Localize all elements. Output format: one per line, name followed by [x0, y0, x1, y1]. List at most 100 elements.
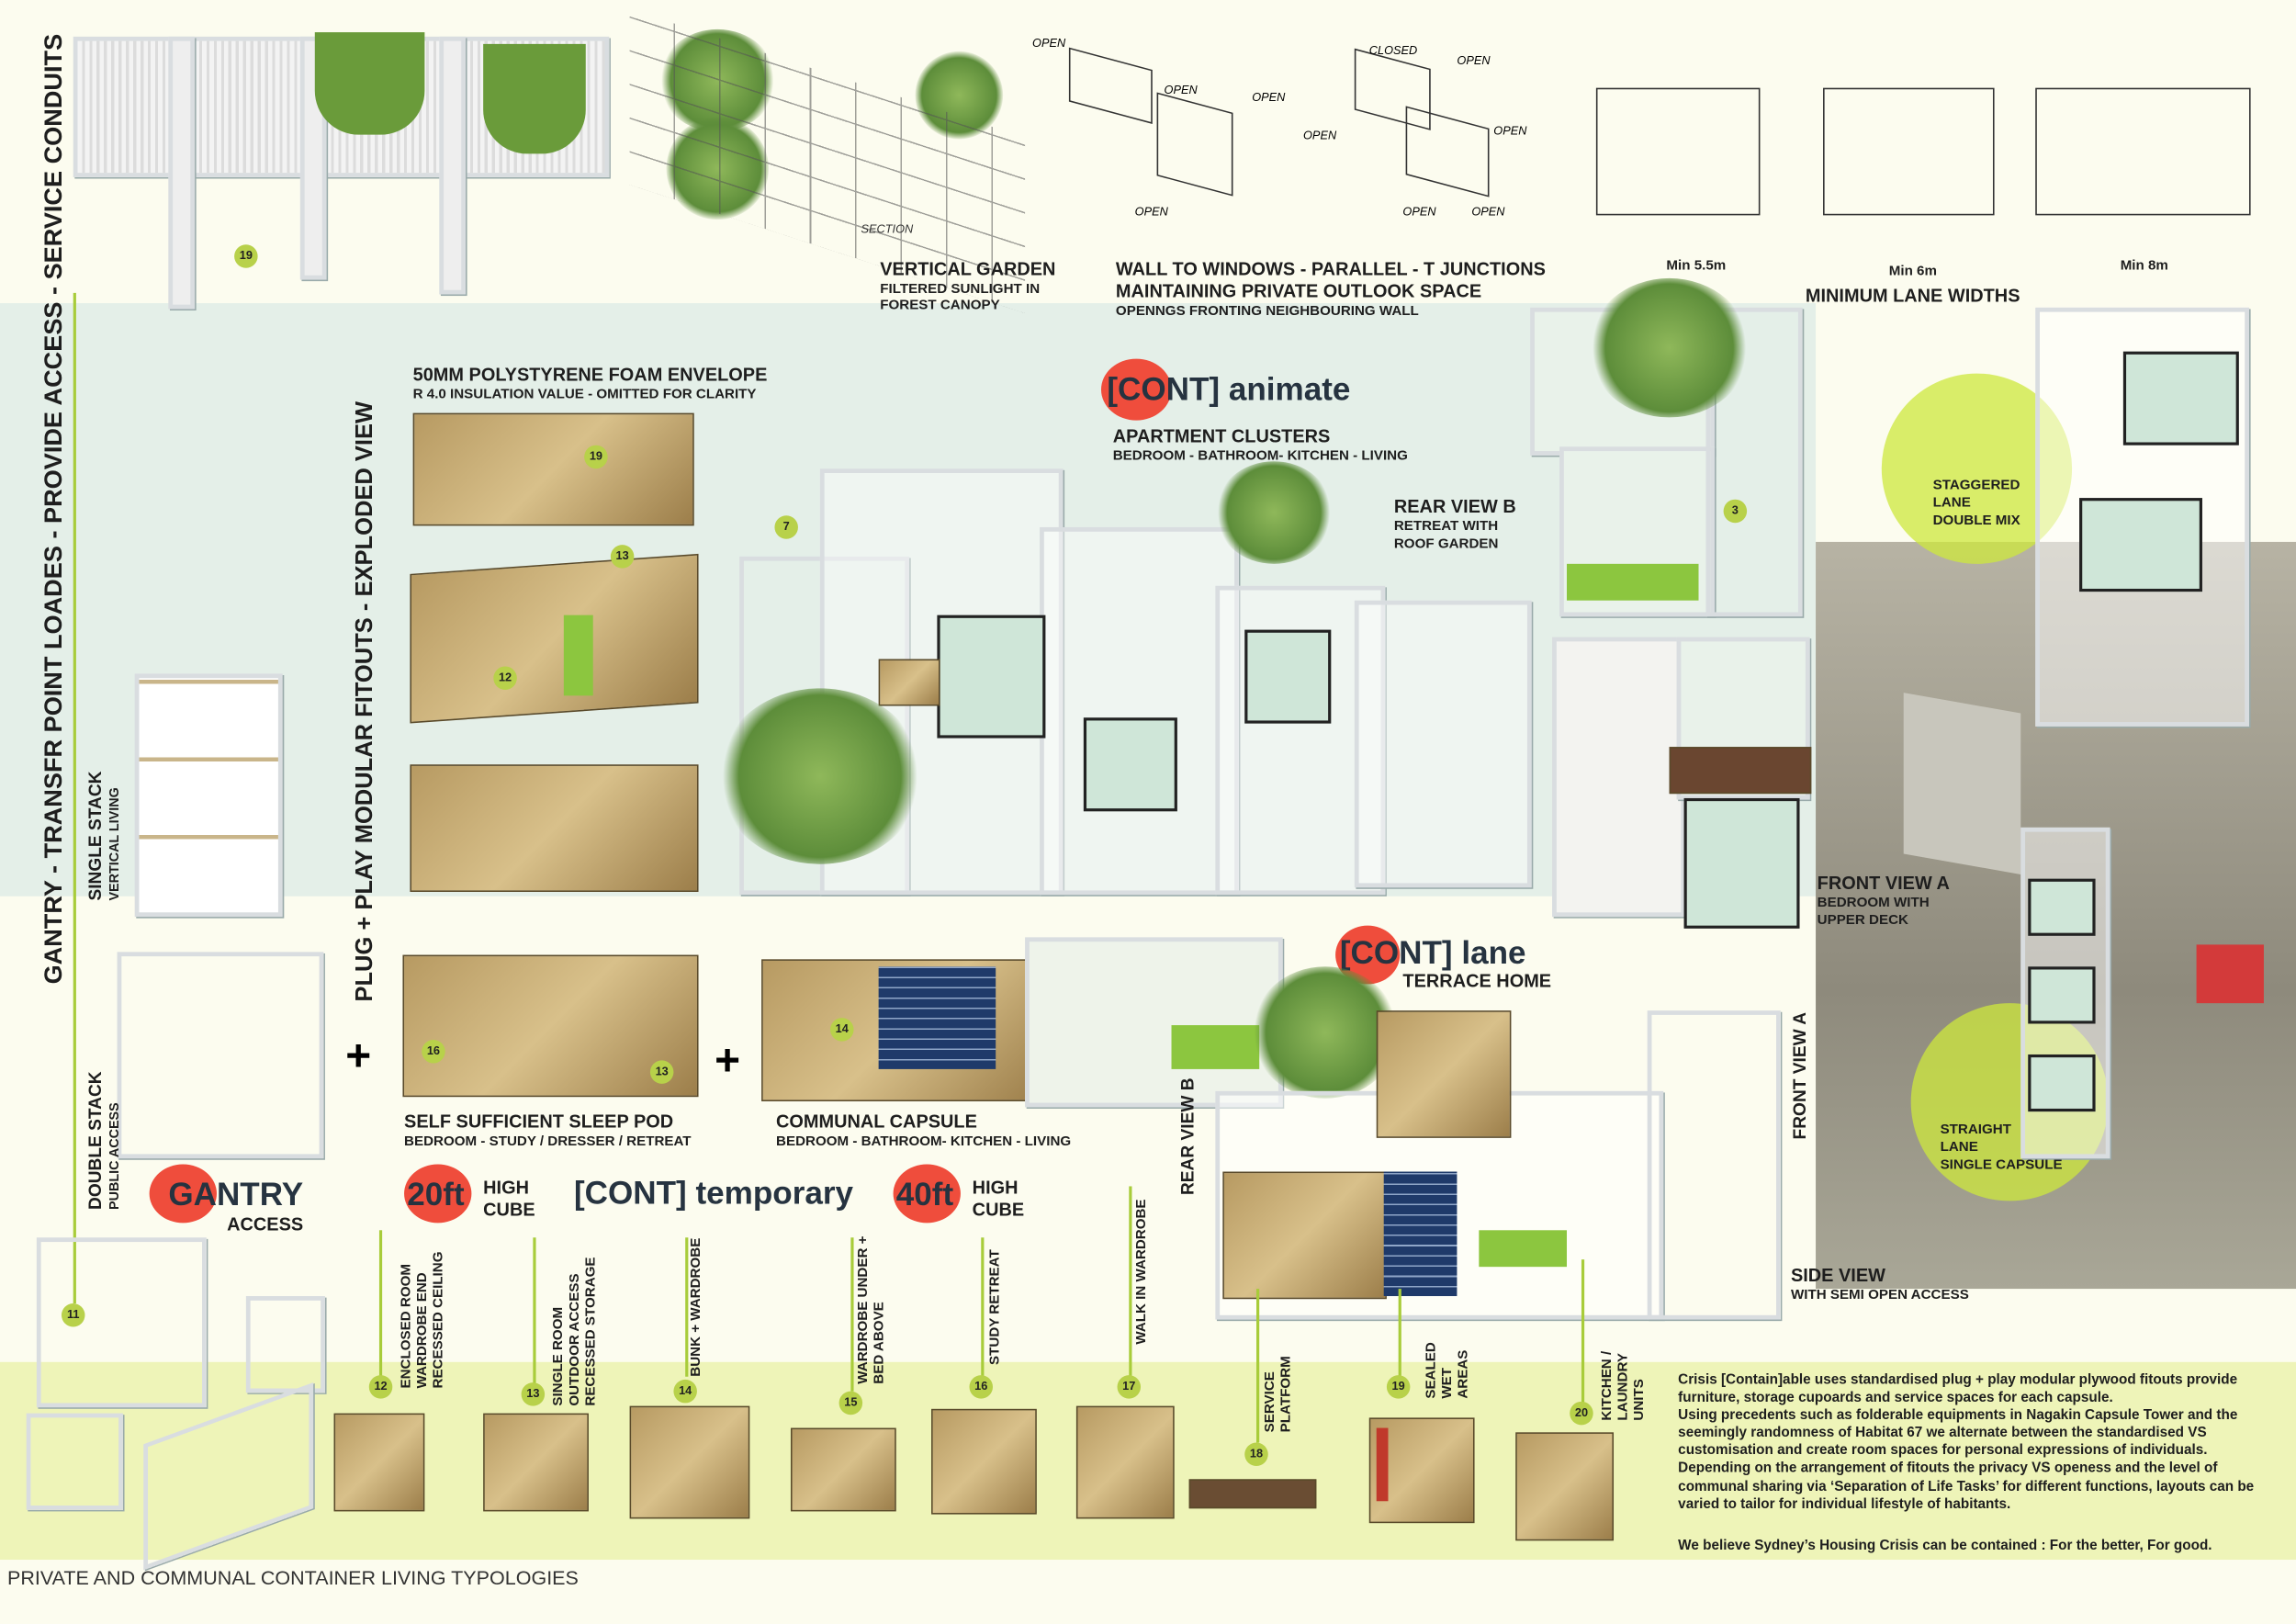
wall-windows-sub2: OPENNGS FRONTING NEIGHBOURING WALL — [1115, 303, 1419, 320]
number-badge: 16 — [422, 1040, 445, 1064]
staggered-label: LANE — [1932, 494, 1971, 512]
footer-title: PRIVATE AND COMMUNAL CONTAINER LIVING TY… — [6, 1567, 579, 1589]
laneway-road — [1903, 693, 2021, 874]
fitout-number: 18 — [1244, 1442, 1268, 1466]
hanging-plants — [483, 43, 586, 154]
leader-line — [1398, 1289, 1401, 1377]
number-badge: 19 — [584, 445, 608, 469]
container-sketch — [1405, 106, 1490, 197]
open-label: OPEN — [1252, 90, 1286, 105]
rear-view-b-sub: RETREAT WITH — [1393, 518, 1499, 535]
open-label: OPEN — [1032, 36, 1066, 51]
front-view-a-sub: BEDROOM WITH — [1817, 895, 1930, 911]
lane-sketch-5-5m — [1595, 87, 1761, 216]
tree — [717, 688, 923, 864]
40ft-red-circle — [893, 1164, 961, 1224]
plug-play-vertical-title: PLUG + PLAY MODULAR FITOUTS - EXPLODED V… — [353, 400, 378, 1002]
leader-line — [1581, 1259, 1585, 1406]
terrace-bathroom — [1383, 1171, 1458, 1297]
20ft-red-circle — [404, 1164, 472, 1224]
sleep-pod-sub: BEDROOM - STUDY / DRESSER / RETREAT — [404, 1133, 692, 1150]
number-badge: 14 — [830, 1018, 854, 1042]
double-stack-sub: PUBLIC ACCESS — [107, 1102, 122, 1210]
plus-sign: + — [715, 1036, 741, 1086]
lane-width: Min 5.5m — [1666, 257, 1727, 275]
vertical-garden-title: VERTICAL GARDEN — [880, 259, 1056, 280]
straight-window — [2028, 1054, 2096, 1112]
green-panel — [1171, 1025, 1260, 1069]
cluster-window — [937, 615, 1046, 739]
animate-sub: BEDROOM - BATHROOM- KITCHEN - LIVING — [1112, 447, 1408, 465]
lane-sketch-8m — [2035, 87, 2251, 216]
animate-red-circle — [1100, 358, 1172, 421]
staggered-label: DOUBLE MIX — [1932, 513, 2020, 529]
fitout-enclosed-room — [333, 1413, 425, 1512]
vertical-garden-sub: FOREST CANOPY — [880, 297, 1000, 314]
gantry-vertical-title: GANTRY - TRANSFR POINT LOADES - PROVIDE … — [39, 33, 68, 985]
fitout-label: ENCLOSED ROOM WARDROBE END RECESSED CEIL… — [398, 1251, 447, 1389]
fitout-number: 16 — [969, 1375, 994, 1399]
number-badge: 13 — [649, 1060, 674, 1084]
leader-line — [533, 1237, 536, 1384]
side-view-title: SIDE VIEW — [1790, 1265, 1885, 1286]
leader-line — [378, 1230, 383, 1377]
sleep-pod-interior-render — [402, 954, 699, 1098]
tree — [1588, 277, 1750, 418]
fitout-number: 19 — [1386, 1375, 1411, 1399]
lane-widths-title: MINIMUM LANE WIDTHS — [1805, 285, 2020, 307]
fitout-label: SEALED WET AREAS — [1423, 1342, 1472, 1399]
temporary-title: [CONT] temporary — [574, 1174, 854, 1212]
open-label: OPEN — [1471, 205, 1505, 219]
straight-label: LANE — [1940, 1139, 1978, 1156]
terrace-stair — [1647, 1010, 1781, 1320]
front-view-a-sub: UPPER DECK — [1817, 912, 1908, 929]
fitout-label: WALK IN WARDROBE — [1133, 1199, 1150, 1345]
open-label: OPEN — [1402, 205, 1436, 219]
staggered-label: STAGGERED — [1932, 477, 2020, 494]
gantry-red-circle — [149, 1164, 217, 1224]
fitout-label: STUDY RETREAT — [986, 1249, 1004, 1365]
gantry-sub: ACCESS — [227, 1213, 304, 1235]
fitout-kitchen — [1515, 1432, 1615, 1541]
container-sketch — [1156, 92, 1233, 197]
fitout-label: BUNK + WARDROBE — [688, 1237, 704, 1377]
straight-label: SINGLE CAPSULE — [1940, 1156, 2063, 1174]
open-label: OPEN — [1493, 124, 1527, 138]
fitout-label: SINGLE ROOM OUTDOOR ACCESS RECESSED STOR… — [550, 1257, 600, 1406]
terrace-upper — [1376, 1010, 1512, 1138]
leader-line — [1255, 1289, 1260, 1443]
fitout-walk-in-wardrobe — [1075, 1405, 1175, 1519]
animate-title: [CONT] animate — [1107, 370, 1351, 408]
leader-line — [73, 292, 76, 1304]
single-stack-sub: VERTICAL LIVING — [107, 787, 122, 901]
communal-title: COMMUNAL CAPSULE — [776, 1111, 977, 1133]
front-view-window — [1683, 797, 1800, 929]
number-badge: 19 — [234, 244, 258, 268]
single-stack-title: SINGLE STACK — [84, 771, 106, 901]
open-label: OPEN — [1164, 83, 1198, 97]
green-door — [563, 615, 593, 696]
tiled-bathroom — [878, 966, 996, 1069]
fitout-single-room — [483, 1413, 589, 1512]
leader-line — [850, 1237, 854, 1392]
red-accent — [1376, 1427, 1389, 1502]
description-closing: We believe Sydney’s Housing Crisis can b… — [1678, 1538, 2212, 1554]
fitout-bunk — [629, 1405, 750, 1519]
gantry-frame-render — [26, 1413, 123, 1510]
description-paragraph: Crisis [Contain]able uses standardised p… — [1678, 1371, 2255, 1513]
tree — [1252, 966, 1399, 1099]
fitout-service-platform — [1188, 1479, 1317, 1509]
container-40-line2: CUBE — [972, 1199, 1025, 1221]
lane-width: Min 6m — [1888, 263, 1937, 280]
closed-label: CLOSED — [1368, 43, 1418, 58]
container-20-line2: CUBE — [483, 1199, 535, 1221]
fitout-wardrobe-bed — [790, 1427, 896, 1512]
plus-sign: + — [345, 1032, 372, 1081]
number-badge: 13 — [610, 545, 635, 569]
envelope-render — [412, 412, 694, 526]
exploded-pod-render — [410, 764, 699, 892]
gantry-title: GANTRY — [168, 1176, 304, 1213]
cluster-frame — [1354, 600, 1532, 888]
double-stack-render — [117, 952, 324, 1159]
rear-stair — [1705, 307, 1803, 617]
